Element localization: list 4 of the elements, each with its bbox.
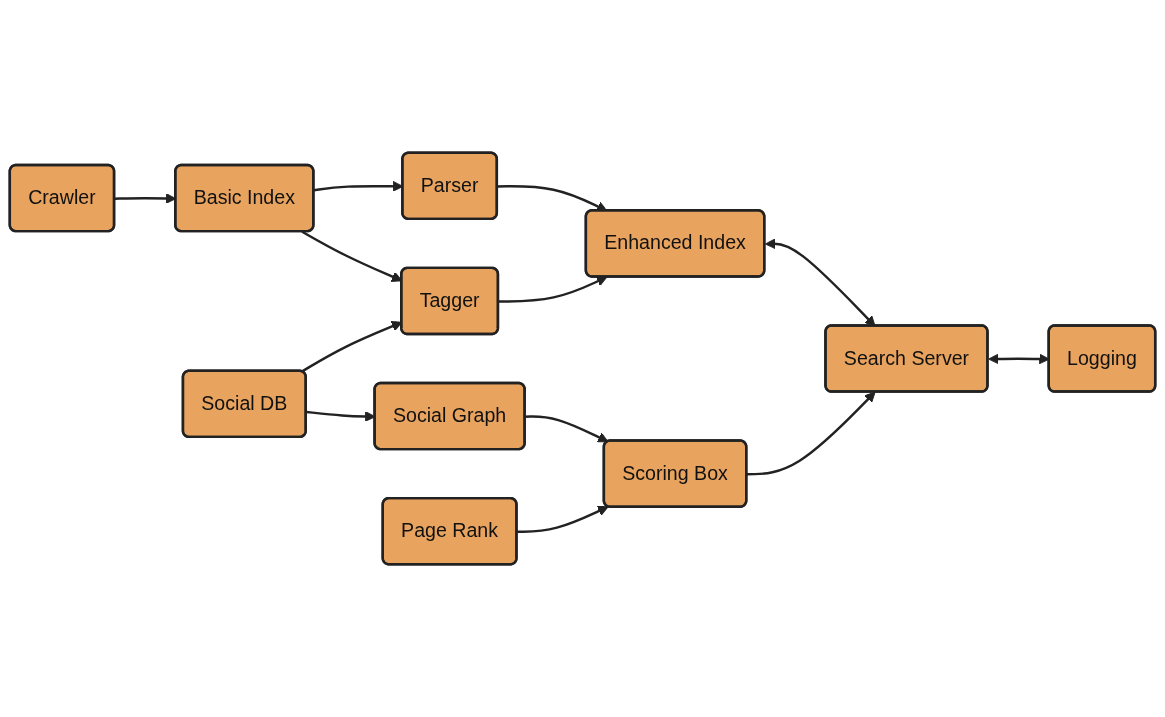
arrow xyxy=(746,391,876,476)
arrow xyxy=(525,415,609,443)
arrow xyxy=(498,276,608,303)
arrow xyxy=(517,505,609,534)
